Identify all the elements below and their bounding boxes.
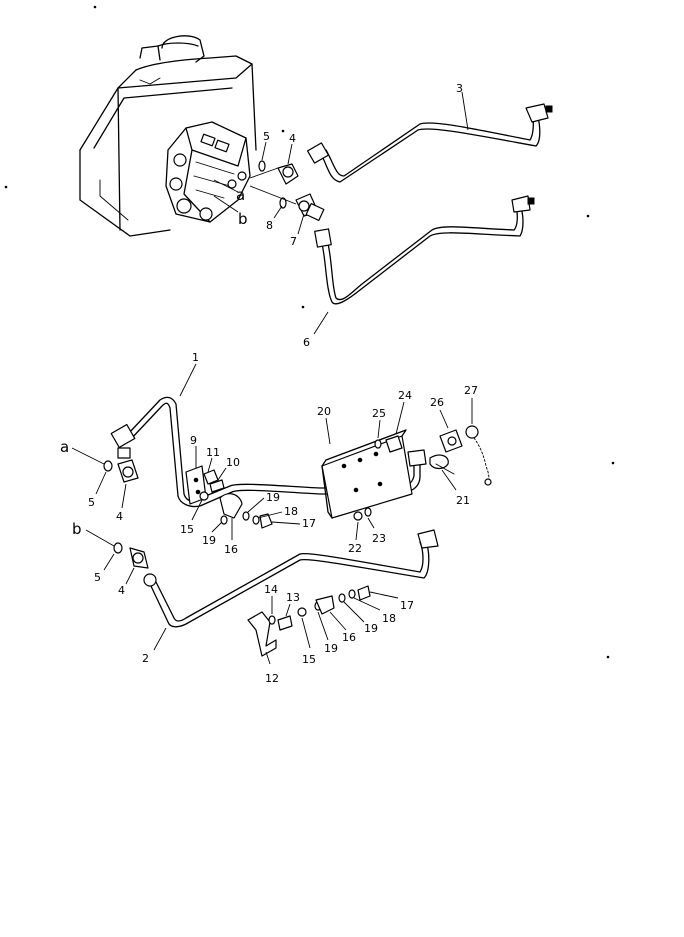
scan-specks — [4, 5, 615, 659]
clamp-16-b — [315, 595, 335, 615]
callout-10: 10 — [226, 456, 240, 469]
callout-15-b: 15 — [302, 653, 316, 666]
nut-22 — [353, 511, 363, 521]
o-ring-8-top — [279, 197, 287, 209]
callout-11: 11 — [206, 446, 220, 459]
bolt-10 — [209, 479, 225, 493]
port-label-a-mid: a — [60, 438, 69, 456]
washer-19-a — [220, 515, 228, 525]
nut-17-a — [259, 513, 273, 529]
callout-19-a: 19 — [202, 534, 216, 547]
callout-17-b: 17 — [400, 599, 414, 612]
control-valve-block — [165, 121, 251, 223]
callout-5-top: 5 — [263, 130, 270, 143]
callout-13: 13 — [286, 591, 300, 604]
callout-24: 24 — [398, 389, 412, 402]
callout-9: 9 — [190, 434, 197, 447]
callout-21: 21 — [456, 494, 470, 507]
elbow-4-b — [129, 547, 149, 569]
callout-5-a: 5 — [88, 496, 95, 509]
callout-20: 20 — [317, 405, 331, 418]
lock-washer-18-b — [348, 589, 356, 599]
adapter-26 — [439, 429, 463, 453]
washer-14 — [268, 615, 276, 625]
callout-19-c: 19 — [324, 642, 338, 655]
spacer-15 — [199, 491, 209, 501]
callout-23: 23 — [372, 532, 386, 545]
callout-15-a: 15 — [180, 523, 194, 536]
callout-18-a: 18 — [284, 505, 298, 518]
hydraulic-tank — [79, 35, 257, 237]
cap-27-with-chain — [465, 425, 492, 486]
washer-23 — [364, 507, 372, 517]
callout-17-a: 17 — [302, 517, 316, 530]
callout-27: 27 — [464, 384, 478, 397]
callout-22: 22 — [348, 542, 362, 555]
callout-4-a: 4 — [116, 510, 123, 523]
callout-5-b: 5 — [94, 571, 101, 584]
callout-8: 8 — [266, 219, 273, 232]
callout-16-b: 16 — [342, 631, 356, 644]
callout-4-top: 4 — [289, 132, 296, 145]
bolt-13 — [277, 615, 293, 631]
callout-6: 6 — [303, 336, 310, 349]
callout-25: 25 — [372, 407, 386, 420]
callout-2: 2 — [142, 652, 149, 665]
callout-16-a: 16 — [224, 543, 238, 556]
washer-19-d — [338, 593, 346, 603]
callout-1: 1 — [192, 351, 199, 364]
elbow-4-a — [117, 447, 139, 483]
washer-19-b — [242, 511, 250, 521]
o-ring-5-top — [258, 160, 266, 172]
nut-17-b — [357, 585, 371, 601]
port-label-a: a — [236, 186, 245, 204]
clamp-16-a — [219, 493, 243, 519]
clip-21 — [429, 454, 455, 475]
pipe-2 — [143, 529, 439, 628]
callout-26: 26 — [430, 396, 444, 409]
callout-12: 12 — [265, 672, 279, 685]
callout-14: 14 — [264, 583, 278, 596]
o-ring-5-a — [103, 460, 113, 472]
washer-25 — [374, 439, 382, 449]
callout-18-b: 18 — [382, 612, 396, 625]
spacer-15-b — [297, 607, 307, 617]
callout-19-d: 19 — [364, 622, 378, 635]
o-ring-5-b — [113, 542, 123, 554]
port-label-b-mid: b — [72, 520, 82, 538]
callout-3: 3 — [456, 82, 463, 95]
callout-7: 7 — [290, 235, 297, 248]
lock-washer-18-a — [252, 515, 260, 525]
bolt-24 — [385, 435, 403, 453]
callout-19-b: 19 — [266, 491, 280, 504]
elbow-7-top — [295, 193, 325, 221]
pipe-3 — [306, 103, 553, 183]
pipe-6 — [314, 195, 535, 305]
port-label-b: b — [238, 210, 248, 228]
bracket-12 — [247, 611, 277, 657]
elbow-4-top — [277, 163, 299, 185]
callout-4-b: 4 — [118, 584, 125, 597]
